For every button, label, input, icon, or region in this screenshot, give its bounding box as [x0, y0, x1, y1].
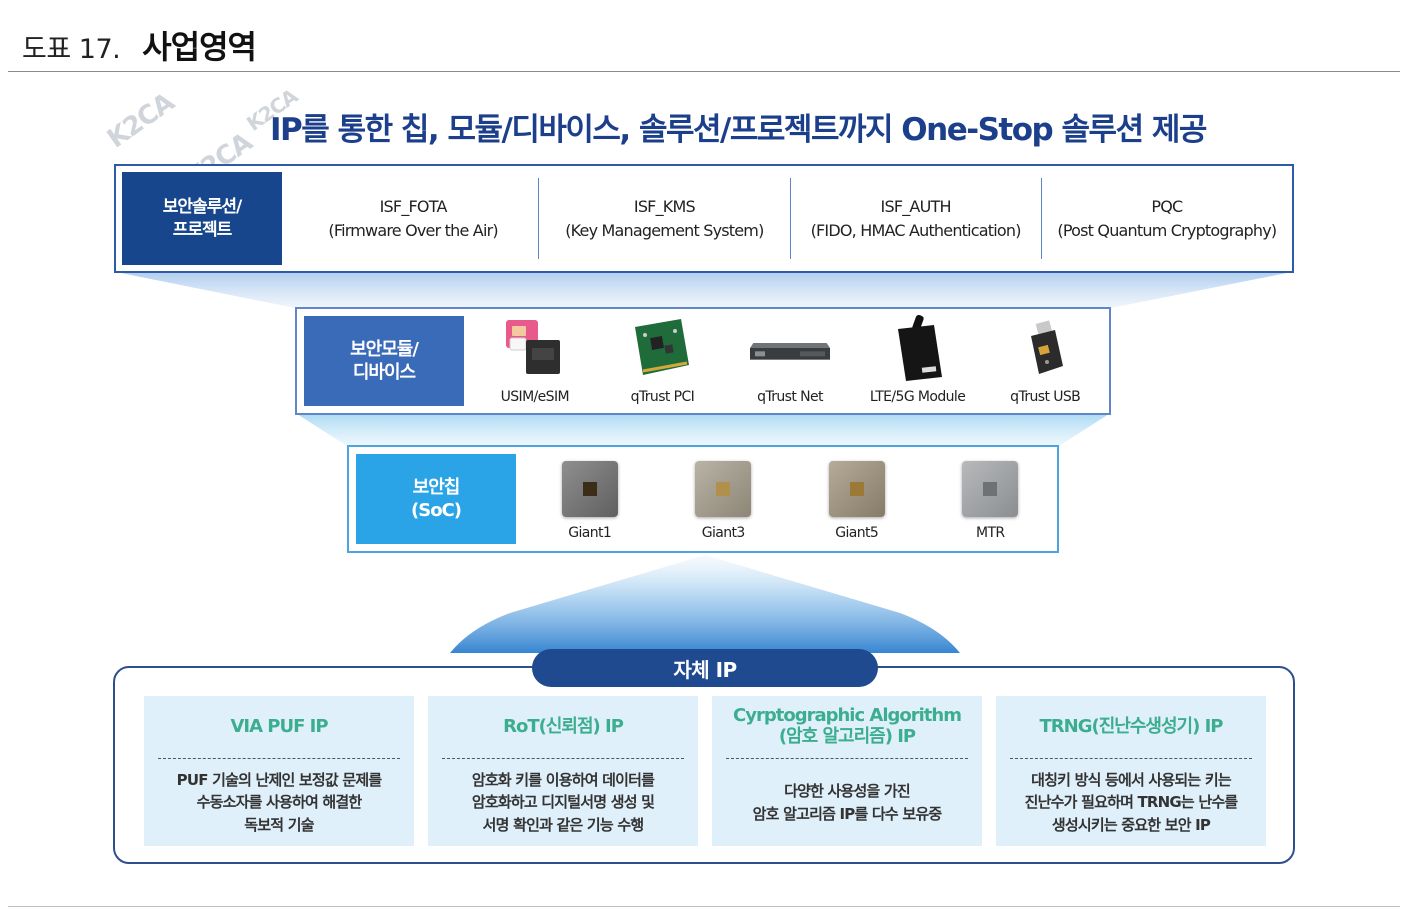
divider	[158, 758, 400, 759]
pci-card-icon	[622, 317, 702, 379]
module-item: qTrust USB	[981, 309, 1109, 413]
chip-die-icon	[561, 461, 618, 517]
chip-die-icon	[962, 461, 1019, 517]
solution-name: ISF_FOTA	[379, 196, 448, 216]
ip-card-title: Cyrptographic Algorithm (암호 알고리즘) IP	[733, 705, 962, 747]
ip-card-title: RoT(신뢰점) IP	[503, 715, 624, 737]
solution-name: ISF_AUTH	[880, 196, 952, 216]
modules-row: 보안모듈/ 디바이스 USIM/eSIM qTrust PCI	[295, 307, 1111, 415]
upward-arrow	[450, 555, 960, 653]
modules-category: 보안모듈/ 디바이스	[304, 316, 464, 406]
top-divider	[8, 71, 1400, 72]
module-label: USIM/eSIM	[500, 389, 570, 405]
ip-card: VIA PUF IP PUF 기술의 난제인 보정값 문제를 수동소자를 사용하…	[144, 696, 414, 846]
solution-item: ISF_AUTH (FIDO, HMAC Authentication)	[791, 166, 1041, 271]
solution-name: ISF_KMS	[633, 196, 696, 216]
solution-name: PQC	[1151, 196, 1183, 216]
funnel-upper	[116, 272, 1292, 308]
chip-item: Giant3	[657, 447, 791, 551]
module-label: qTrust Net	[757, 389, 823, 405]
divider	[442, 758, 684, 759]
ip-card-desc: 다양한 사용성을 가진 암호 알고리즘 IP를 다수 보유중	[752, 782, 942, 823]
chip-label: Giant3	[701, 525, 746, 541]
module-item: LTE/5G Module	[854, 309, 982, 413]
ip-cards: VIA PUF IP PUF 기술의 난제인 보정값 문제를 수동소자를 사용하…	[144, 696, 1266, 846]
ip-card: TRNG(진난수생성기) IP 대칭키 방식 등에서 사용되는 키는 진난수가 …	[996, 696, 1266, 846]
solution-desc: (Key Management System)	[565, 220, 764, 240]
separator	[789, 178, 791, 259]
separator	[1040, 178, 1042, 259]
solutions-row: 보안솔루션/ 프로젝트 ISF_FOTA (Firmware Over the …	[114, 164, 1294, 273]
usb-module-icon	[1005, 317, 1085, 379]
module-item: qTrust Net	[726, 309, 854, 413]
lte-module-icon	[878, 315, 958, 381]
chip-label: Giant5	[835, 525, 879, 541]
solution-item: ISF_KMS (Key Management System)	[539, 166, 789, 271]
solutions-category: 보안솔루션/ 프로젝트	[122, 172, 282, 265]
solution-desc: (FIDO, HMAC Authentication)	[810, 220, 1022, 240]
chip-die-icon	[695, 461, 752, 517]
headline: IP를 통한 칩, 모듈/디바이스, 솔루션/프로젝트까지 One-Stop 솔…	[270, 112, 1207, 148]
network-appliance-icon	[749, 317, 830, 379]
chips-row: 보안칩 (SoC) Giant1 Giant3 Giant5 MTR	[347, 445, 1059, 553]
ip-card-title: VIA PUF IP	[230, 715, 328, 737]
figure-title: 사업영역	[142, 28, 257, 66]
ip-card-title: TRNG(진난수생성기) IP	[1039, 715, 1224, 737]
ip-section-title: 자체 IP	[532, 649, 878, 687]
chip-core	[983, 482, 998, 496]
module-label: qTrust USB	[1010, 389, 1081, 405]
funnel-lower	[297, 414, 1109, 446]
chip-core	[716, 482, 731, 496]
chip-item: MTR	[924, 447, 1058, 551]
chips-category: 보안칩 (SoC)	[356, 454, 516, 544]
figure-header: 도표 17. 사업영역	[22, 22, 257, 66]
chip-label: MTR	[975, 525, 1005, 541]
chip-item: Giant1	[523, 447, 657, 551]
solution-desc: (Post Quantum Cryptography)	[1057, 220, 1277, 240]
solution-desc: (Firmware Over the Air)	[328, 220, 498, 240]
chip-item: Giant5	[790, 447, 924, 551]
module-item: USIM/eSIM	[471, 309, 599, 413]
module-label: LTE/5G Module	[869, 389, 966, 405]
watermark-logo: K2CA	[102, 87, 180, 155]
divider	[726, 758, 968, 759]
figure-number: 도표 17.	[22, 34, 121, 65]
divider	[1010, 758, 1252, 759]
separator	[538, 178, 540, 259]
solution-item: PQC (Post Quantum Cryptography)	[1042, 166, 1292, 271]
chip-core	[849, 482, 864, 496]
module-label: qTrust PCI	[630, 389, 695, 405]
bottom-divider	[8, 906, 1400, 907]
chip-die-icon	[828, 461, 885, 517]
module-item: qTrust PCI	[599, 309, 727, 413]
ip-card: RoT(신뢰점) IP 암호화 키를 이용하여 데이터를 암호화하고 디지털서명…	[428, 696, 698, 846]
ip-card-desc: PUF 기술의 난제인 보정값 문제를 수동소자를 사용하여 해결한 독보적 기…	[176, 770, 383, 834]
chip-label: Giant1	[568, 525, 612, 541]
solution-item: ISF_FOTA (Firmware Over the Air)	[288, 166, 538, 271]
chip-core	[582, 482, 597, 496]
usim-esim-icon	[495, 317, 575, 379]
ip-card-desc: 대칭키 방식 등에서 사용되는 키는 진난수가 필요하며 TRNG는 난수를 생…	[1024, 770, 1239, 834]
ip-card-desc: 암호화 키를 이용하여 데이터를 암호화하고 디지털서명 생성 및 서명 확인과…	[471, 770, 655, 834]
ip-card: Cyrptographic Algorithm (암호 알고리즘) IP 다양한…	[712, 696, 982, 846]
